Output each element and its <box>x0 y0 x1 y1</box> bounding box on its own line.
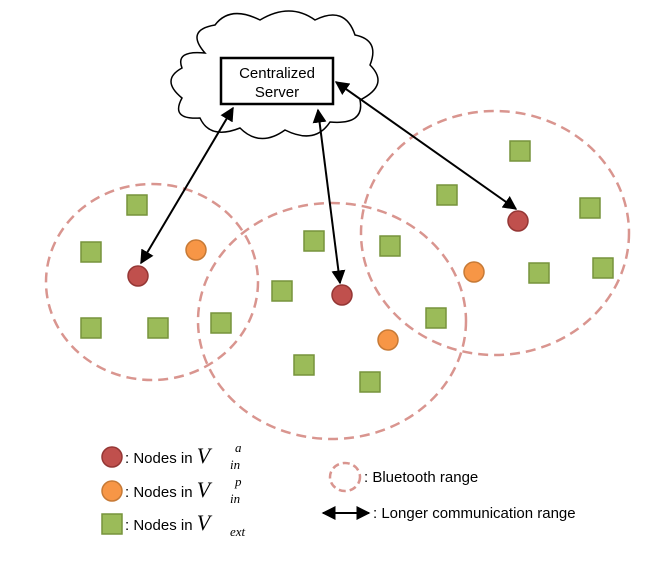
external-node <box>359 371 381 393</box>
arrow-server-middle <box>312 108 346 285</box>
legend-external-marker <box>101 513 123 535</box>
passive-nodes <box>185 239 485 351</box>
active-nodes <box>127 210 529 306</box>
legend-external-prefix: : Nodes in <box>125 517 197 534</box>
svg-text:: Nodes in V: : Nodes in V <box>125 477 213 502</box>
legend-active-sub: in <box>230 457 240 472</box>
external-node <box>425 307 447 329</box>
external-node <box>509 140 531 162</box>
server-box <box>219 56 335 106</box>
arrow-server-right <box>334 81 518 210</box>
legend-external-sub: ext <box>230 524 246 539</box>
legend-active-prefix: : Nodes in <box>125 450 197 467</box>
passive-node <box>463 261 485 283</box>
legend-passive-sub: in <box>230 491 240 506</box>
legend: : Nodes in V a in : Nodes in V p in : No… <box>101 440 576 539</box>
external-node <box>126 194 148 216</box>
external-node <box>210 312 232 334</box>
external-node <box>579 197 601 219</box>
external-node <box>80 317 102 339</box>
legend-active-marker <box>101 446 123 468</box>
passive-node <box>377 329 399 351</box>
legend-active-symbol: V <box>197 443 213 468</box>
server-label-line1: Centralized <box>239 65 315 82</box>
legend-passive-sup: p <box>234 474 242 489</box>
legend-passive-symbol: V <box>197 477 213 502</box>
legend-active-sup: a <box>235 440 242 455</box>
external-node <box>147 317 169 339</box>
bluetooth-range-right <box>359 109 631 357</box>
bluetooth-range-left <box>44 182 260 382</box>
external-node <box>293 354 315 376</box>
active-node <box>507 210 529 232</box>
external-node <box>592 257 614 279</box>
active-node <box>127 265 149 287</box>
svg-text:: Nodes in V: : Nodes in V <box>125 510 213 535</box>
legend-external-symbol: V <box>197 510 213 535</box>
legend-external: : Nodes in V ext <box>101 510 246 539</box>
external-node <box>271 280 293 302</box>
legend-bluetooth: : Bluetooth range <box>328 461 478 493</box>
legend-passive: : Nodes in V p in <box>101 474 242 506</box>
active-node <box>331 284 353 306</box>
external-node <box>303 230 325 252</box>
legend-longer-label: : Longer communication range <box>373 505 576 522</box>
legend-bluetooth-marker <box>328 461 362 493</box>
external-node <box>436 184 458 206</box>
legend-bluetooth-label: : Bluetooth range <box>364 469 478 486</box>
legend-longer: : Longer communication range <box>321 505 576 522</box>
external-nodes <box>80 140 614 393</box>
legend-active: : Nodes in V a in <box>101 440 242 472</box>
external-node <box>379 235 401 257</box>
passive-node <box>185 239 207 261</box>
external-node <box>528 262 550 284</box>
svg-text:: Nodes in V: : Nodes in V <box>125 443 213 468</box>
legend-passive-prefix: : Nodes in <box>125 484 197 501</box>
cloud: Centralized Server <box>170 10 379 140</box>
server-label-line2: Server <box>255 84 299 101</box>
arrows <box>140 81 518 285</box>
arrow-server-left <box>140 106 234 265</box>
legend-passive-marker <box>101 480 123 502</box>
external-node <box>80 241 102 263</box>
